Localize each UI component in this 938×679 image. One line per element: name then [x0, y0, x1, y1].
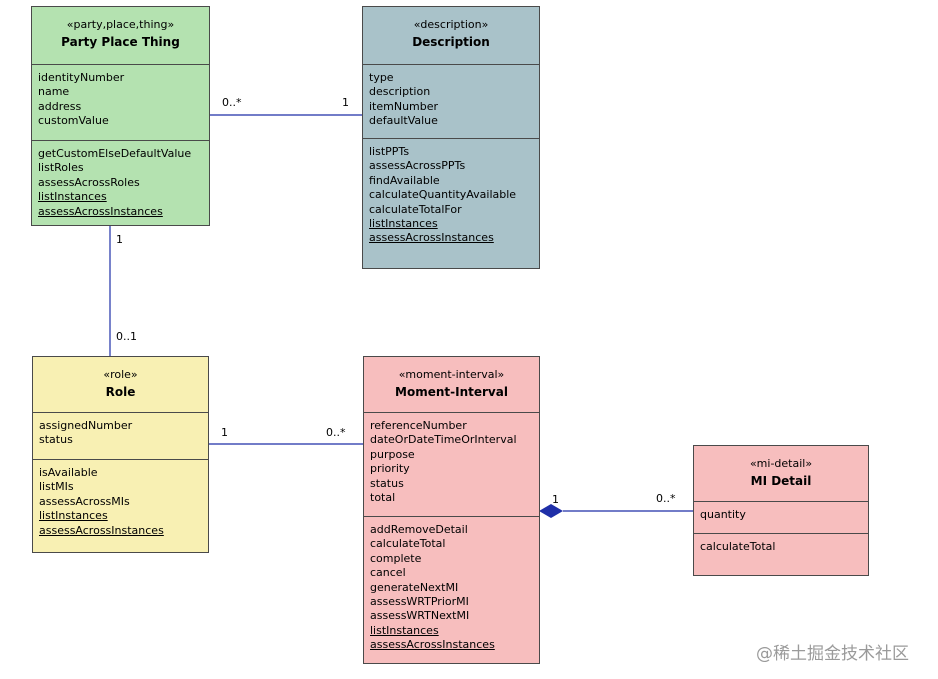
attribute: priority — [370, 462, 410, 476]
stereotype-label: «party,place,thing» — [66, 18, 175, 31]
attribute: referenceNumber — [370, 419, 467, 432]
operation: calculateTotal — [700, 540, 776, 553]
class-header: «moment-interval» Moment-Interval — [364, 357, 539, 413]
attribute: customValue — [38, 114, 109, 128]
multiplicity-label: 1 — [116, 233, 123, 246]
attribute: description — [369, 85, 431, 99]
class-name: Description — [412, 35, 490, 49]
static-operation: listInstances — [369, 217, 438, 231]
stereotype-label: «description» — [413, 18, 489, 31]
attribute: itemNumber — [369, 99, 439, 113]
operation: calculateTotal — [370, 537, 446, 551]
operations-section: getCustomElseDefaultValue listRoles asse… — [32, 141, 209, 219]
attributes-section: identityNumber name address customValue — [32, 65, 209, 141]
operation: assessAcrossMIs — [39, 494, 130, 508]
class-name: MI Detail — [750, 474, 812, 488]
attribute: defaultValue — [369, 114, 438, 128]
attribute: status — [370, 476, 404, 490]
attribute: type — [369, 71, 394, 84]
multiplicity-label: 0..1 — [116, 330, 137, 343]
operation: getCustomElseDefaultValue — [38, 147, 192, 160]
attribute: assignedNumber — [39, 419, 133, 432]
attribute: total — [370, 491, 396, 505]
operation: listRoles — [38, 161, 84, 175]
class-name: Party Place Thing — [61, 35, 180, 49]
static-operation: assessAcrossInstances — [38, 204, 163, 218]
attribute: address — [38, 99, 82, 113]
operation: calculateTotalFor — [369, 202, 462, 216]
operation: complete — [370, 551, 422, 565]
static-operation: listInstances — [370, 623, 439, 637]
operation: assessAcrossRoles — [38, 175, 140, 189]
multiplicity-label: 1 — [342, 96, 349, 109]
multiplicity-label: 0..* — [656, 492, 676, 505]
attribute: identityNumber — [38, 71, 125, 84]
static-operation: listInstances — [38, 190, 107, 204]
attribute: name — [38, 85, 70, 99]
attributes-section: referenceNumber dateOrDateTimeOrInterval… — [364, 413, 539, 517]
operation: isAvailable — [39, 466, 98, 479]
stereotype-label: «mi-detail» — [749, 457, 813, 470]
class-header: «party,place,thing» Party Place Thing — [32, 7, 209, 65]
class-header: «role» Role — [33, 357, 208, 413]
attribute: purpose — [370, 447, 415, 461]
static-operation: assessAcrossInstances — [369, 231, 494, 245]
operations-section: addRemoveDetail calculateTotal complete … — [364, 517, 539, 653]
class-role[interactable]: «role» Role assignedNumber status isAvai… — [32, 356, 209, 553]
operations-section: calculateTotal — [694, 534, 868, 554]
multiplicity-label: 0..* — [222, 96, 242, 109]
class-party-place-thing[interactable]: «party,place,thing» Party Place Thing id… — [31, 6, 210, 226]
composition-diamond — [539, 504, 563, 518]
operation: findAvailable — [369, 173, 440, 187]
stereotype-label: «role» — [103, 368, 138, 381]
operation: listPPTs — [369, 145, 410, 158]
attributes-section: type description itemNumber defaultValue — [363, 65, 539, 139]
attribute: quantity — [700, 508, 746, 521]
watermark: @稀土掘金技术社区 — [756, 644, 909, 664]
operation: cancel — [370, 566, 406, 580]
attribute: status — [39, 433, 73, 447]
attribute: dateOrDateTimeOrInterval — [370, 433, 517, 447]
class-name: Role — [105, 385, 136, 399]
operation: assessWRTPriorMI — [370, 595, 469, 609]
class-moment-interval[interactable]: «moment-interval» Moment-Interval refere… — [363, 356, 540, 664]
operation: listMIs — [39, 480, 74, 494]
operation: assessWRTNextMI — [370, 609, 470, 623]
operations-section: listPPTs assessAcrossPPTs findAvailable … — [363, 139, 539, 246]
attributes-section: quantity — [694, 502, 868, 534]
static-operation: assessAcrossInstances — [370, 638, 495, 652]
operation: calculateQuantityAvailable — [369, 188, 517, 202]
operations-section: isAvailable listMIs assessAcrossMIs list… — [33, 460, 208, 538]
multiplicity-label: 1 — [552, 493, 559, 506]
multiplicity-label: 1 — [221, 426, 228, 439]
static-operation: listInstances — [39, 509, 108, 523]
operation: addRemoveDetail — [370, 523, 468, 536]
class-header: «mi-detail» MI Detail — [694, 446, 868, 502]
class-name: Moment-Interval — [395, 385, 508, 399]
class-description[interactable]: «description» Description type descripti… — [362, 6, 540, 269]
class-mi-detail[interactable]: «mi-detail» MI Detail quantity calculate… — [693, 445, 869, 576]
static-operation: assessAcrossInstances — [39, 523, 164, 537]
multiplicity-label: 0..* — [326, 426, 346, 439]
operation: assessAcrossPPTs — [369, 159, 466, 173]
attributes-section: assignedNumber status — [33, 413, 208, 460]
operation: generateNextMI — [370, 580, 459, 594]
class-header: «description» Description — [363, 7, 539, 65]
stereotype-label: «moment-interval» — [398, 368, 505, 381]
